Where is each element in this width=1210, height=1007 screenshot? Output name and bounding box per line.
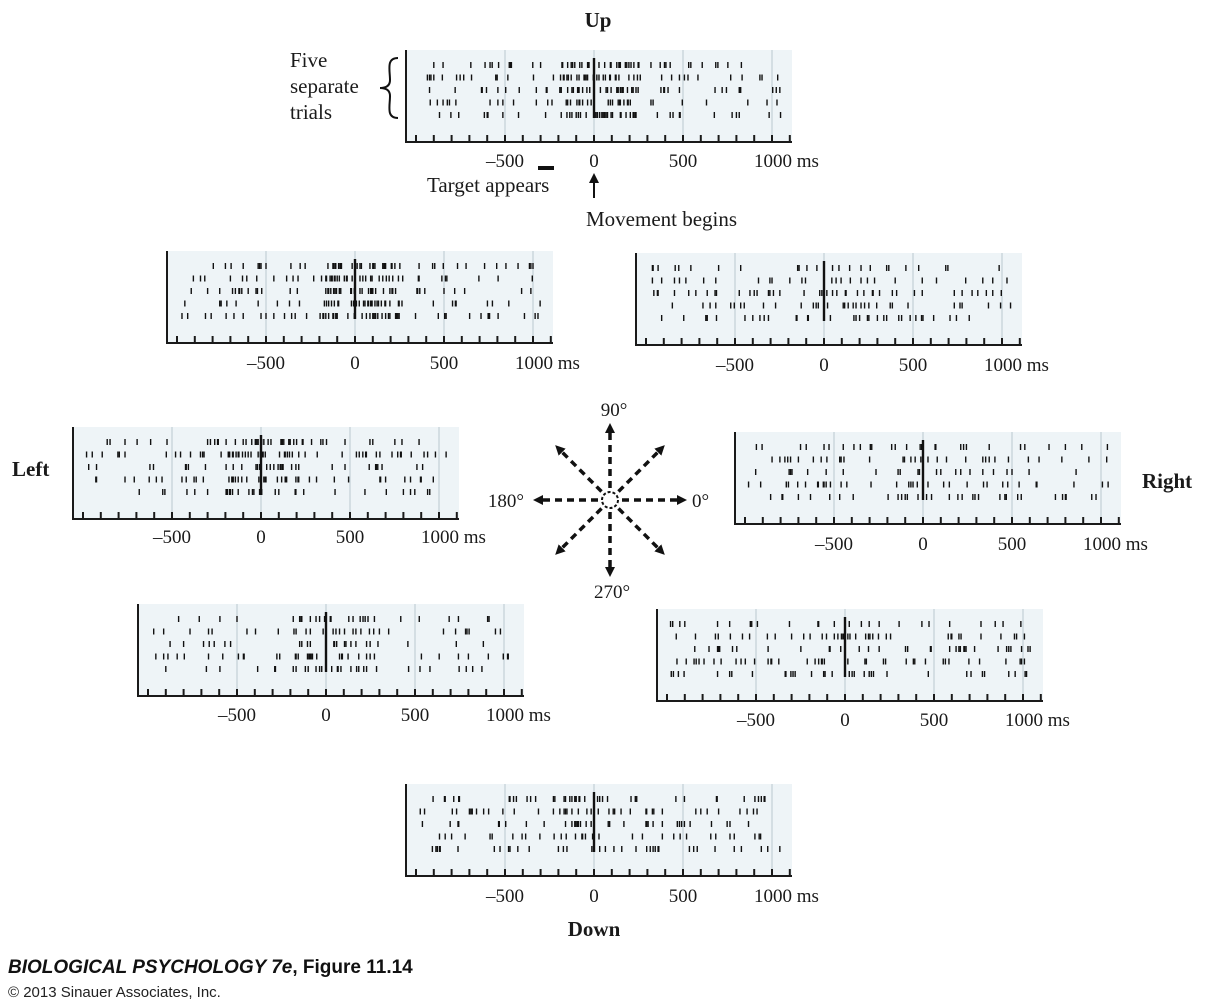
tick-label: 0 — [321, 705, 331, 726]
raster-panel: –500 0 500 1000 ms — [405, 50, 819, 172]
trials-annotation: Five separate trials — [290, 48, 399, 124]
trials-label-line3: trials — [290, 100, 332, 124]
direction-compass: 90° 180° 0° 270° — [488, 400, 709, 603]
panel-background — [636, 253, 1022, 345]
raster-panel: –500 0 500 1000 ms — [635, 253, 1049, 376]
trials-label-line2: separate — [290, 74, 359, 98]
tick-label: 1000 ms — [754, 886, 819, 907]
raster-panel: –500 0 500 1000 ms — [72, 427, 486, 548]
label-right: Right — [1142, 469, 1192, 493]
tick-label: –500 — [485, 886, 524, 907]
label-up: Up — [585, 8, 612, 32]
tick-label: 1000 ms — [1005, 710, 1070, 731]
compass-label-270: 270° — [594, 582, 630, 603]
target-bar — [538, 166, 554, 170]
compass-arrow-45 — [608, 445, 665, 502]
panel-axis — [72, 427, 459, 520]
tick-label: 500 — [899, 355, 928, 376]
target-appears-label: Target appears — [427, 173, 549, 197]
tick-label: –500 — [736, 710, 775, 731]
tick-label: 1000 ms — [421, 527, 486, 548]
tick-label: –500 — [485, 151, 524, 172]
tick-label: 1000 ms — [515, 353, 580, 374]
tick-label: 0 — [256, 527, 266, 548]
panel-axis — [405, 784, 792, 877]
tick-label: 0 — [918, 534, 928, 555]
event-annotations: Target appears Movement begins — [427, 166, 737, 231]
panel-axis — [635, 253, 1022, 346]
compass-label-90: 90° — [601, 400, 628, 421]
panel-axis — [734, 432, 1121, 525]
tick-label: 1000 ms — [754, 151, 819, 172]
movement-begins-label: Movement begins — [586, 207, 737, 231]
figure-caption-title: BIOLOGICAL PSYCHOLOGY 7e, Figure 11.14 — [8, 957, 413, 979]
tick-label: –500 — [246, 353, 285, 374]
tick-label: 0 — [840, 710, 850, 731]
tick-label: –500 — [715, 355, 754, 376]
compass-label-0: 0° — [692, 491, 709, 512]
tick-label: 1000 ms — [1083, 534, 1148, 555]
compass-arrow-225 — [555, 498, 612, 555]
tick-label: 500 — [669, 151, 698, 172]
caption-figure-number: , Figure 11.14 — [292, 957, 413, 978]
tick-label: 500 — [920, 710, 949, 731]
compass-arrow-315 — [608, 498, 665, 555]
raster-panel: –500 0 500 1000 ms — [656, 609, 1070, 731]
raster-panels: –500 0 500 1000 ms –500 0 500 1000 ms –500 0 500 10… — [72, 50, 1148, 907]
tick-label: 1000 ms — [984, 355, 1049, 376]
raster-panel: –500 0 500 1000 ms — [734, 432, 1148, 555]
tick-label: –500 — [152, 527, 191, 548]
tick-label: 500 — [401, 705, 430, 726]
compass-center — [601, 491, 619, 509]
trials-label-line1: Five — [290, 48, 327, 72]
panel-axis — [405, 50, 792, 143]
tick-label: 0 — [350, 353, 360, 374]
tick-label: 0 — [589, 151, 599, 172]
panel-background — [735, 432, 1121, 524]
caption-book-title: BIOLOGICAL PSYCHOLOGY 7e — [8, 957, 293, 978]
label-left: Left — [12, 457, 49, 481]
compass-label-180: 180° — [488, 491, 524, 512]
tick-label: –500 — [217, 705, 256, 726]
tick-label: 0 — [589, 886, 599, 907]
panel-axis — [137, 604, 524, 697]
trials-brace — [379, 57, 399, 119]
tick-label: –500 — [814, 534, 853, 555]
tick-label: 500 — [998, 534, 1027, 555]
raster-panel: –500 0 500 1000 ms — [137, 604, 551, 726]
panel-background — [657, 609, 1043, 701]
figure-copyright: © 2013 Sinauer Associates, Inc. — [8, 984, 221, 1001]
tick-label: 500 — [430, 353, 459, 374]
tick-label: 1000 ms — [486, 705, 551, 726]
panel-background — [73, 427, 459, 519]
compass-arrow-135 — [555, 445, 612, 502]
panel-axis — [166, 251, 553, 344]
panel-axis — [656, 609, 1043, 702]
raster-panel: –500 0 500 1000 ms — [405, 784, 819, 907]
tick-label: 500 — [336, 527, 365, 548]
raster-panel: –500 0 500 1000 ms — [166, 251, 580, 374]
tick-label: 500 — [669, 886, 698, 907]
tick-label: 0 — [819, 355, 829, 376]
label-down: Down — [568, 917, 621, 941]
